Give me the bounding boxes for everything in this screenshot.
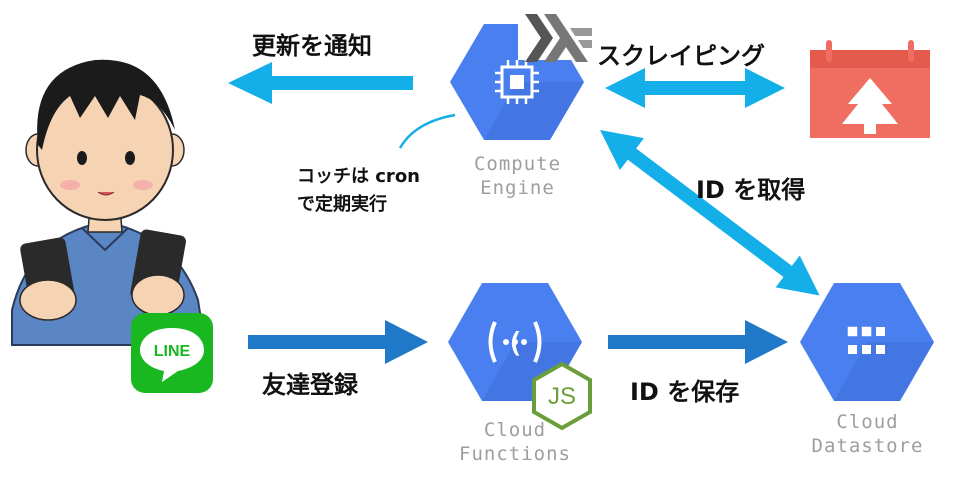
compute-engine-line1: Compute — [473, 153, 562, 175]
cloud-functions-label: Cloud Functions — [440, 418, 590, 466]
nodejs-logo: JS — [532, 361, 592, 431]
label-notify: 更新を通知 — [252, 32, 372, 60]
person-illustration — [11, 59, 207, 346]
label-cron-line1: コッチは cron — [297, 166, 420, 187]
cloud-functions-line1: Cloud — [483, 419, 547, 441]
arrow-get-id — [600, 130, 820, 296]
label-save-id: ID を保存 — [630, 378, 740, 406]
line-app-badge: LINE — [131, 313, 213, 393]
label-cron-line2: で定期実行 — [297, 194, 387, 215]
arrow-notify — [228, 62, 413, 104]
label-get-id: ID を取得 — [696, 176, 806, 204]
cloud-datastore-label: Cloud Datastore — [795, 410, 940, 458]
cron-pointer-line — [398, 113, 456, 149]
compute-engine-label: Compute Engine — [445, 152, 590, 200]
arrow-add-friend — [248, 320, 428, 364]
arrow-save-id — [608, 320, 788, 364]
label-cron-note: コッチは cron で定期実行 — [297, 163, 420, 219]
calendar-icon — [810, 40, 930, 138]
cloud-functions-line2: Functions — [459, 443, 571, 465]
label-add-friend: 友達登録 — [262, 371, 358, 399]
cloud-datastore-line2: Datastore — [811, 435, 924, 457]
label-scraping: スクレイピング — [597, 42, 765, 70]
haskell-logo — [518, 8, 592, 62]
cloud-datastore-line1: Cloud — [836, 411, 899, 433]
nodejs-text: JS — [548, 383, 576, 410]
compute-engine-line2: Engine — [480, 177, 555, 199]
line-badge-text: LINE — [154, 343, 191, 360]
arrow-scraping — [605, 68, 785, 108]
cloud-datastore-icon — [800, 283, 934, 401]
